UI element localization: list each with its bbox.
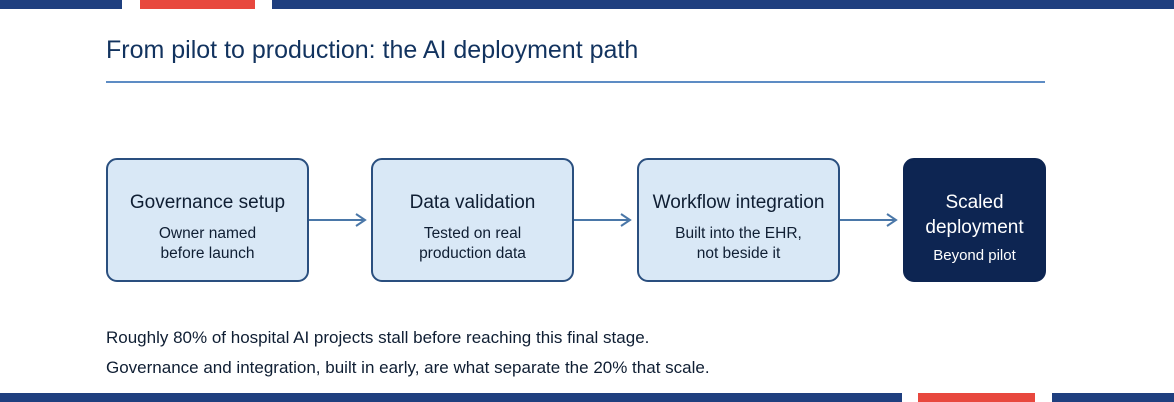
stage-title: Workflow integration <box>652 192 825 213</box>
stage-subtitle: Tested on real production data <box>419 225 526 262</box>
stage-title: Scaled deployment <box>925 192 1024 238</box>
top-bar-left <box>0 0 122 9</box>
bottom-bar-left <box>0 393 902 402</box>
stage-subtitle: Beyond pilot <box>933 247 1016 264</box>
footnote-line-1: Roughly 80% of hospital AI projects stal… <box>106 328 650 347</box>
stage-title: Data validation <box>409 192 536 213</box>
bottom-bar-accent <box>918 393 1035 402</box>
bottom-bar-right <box>1052 393 1174 402</box>
title-divider <box>106 81 1045 83</box>
stage-workflow-integration: Workflow integration Built into the EHR,… <box>637 158 840 282</box>
stage-scaled-deployment: Scaled deployment Beyond pilot <box>903 158 1046 282</box>
arrow-icon <box>574 213 632 227</box>
stage-governance-setup: Governance setup Owner named before laun… <box>106 158 309 282</box>
top-bar-right <box>272 0 1174 9</box>
footnote-line-2: Governance and integration, built in ear… <box>106 358 710 377</box>
diagram-title: From pilot to production: the AI deploym… <box>106 36 639 64</box>
stage-data-validation: Data validation Tested on real productio… <box>371 158 574 282</box>
top-bar-accent <box>140 0 255 9</box>
stage-subtitle: Owner named before launch <box>158 225 257 262</box>
stage-subtitle: Built into the EHR, not beside it <box>675 225 802 262</box>
arrow-icon <box>309 213 367 227</box>
stage-title: Governance setup <box>129 192 286 213</box>
arrow-icon <box>840 213 898 227</box>
